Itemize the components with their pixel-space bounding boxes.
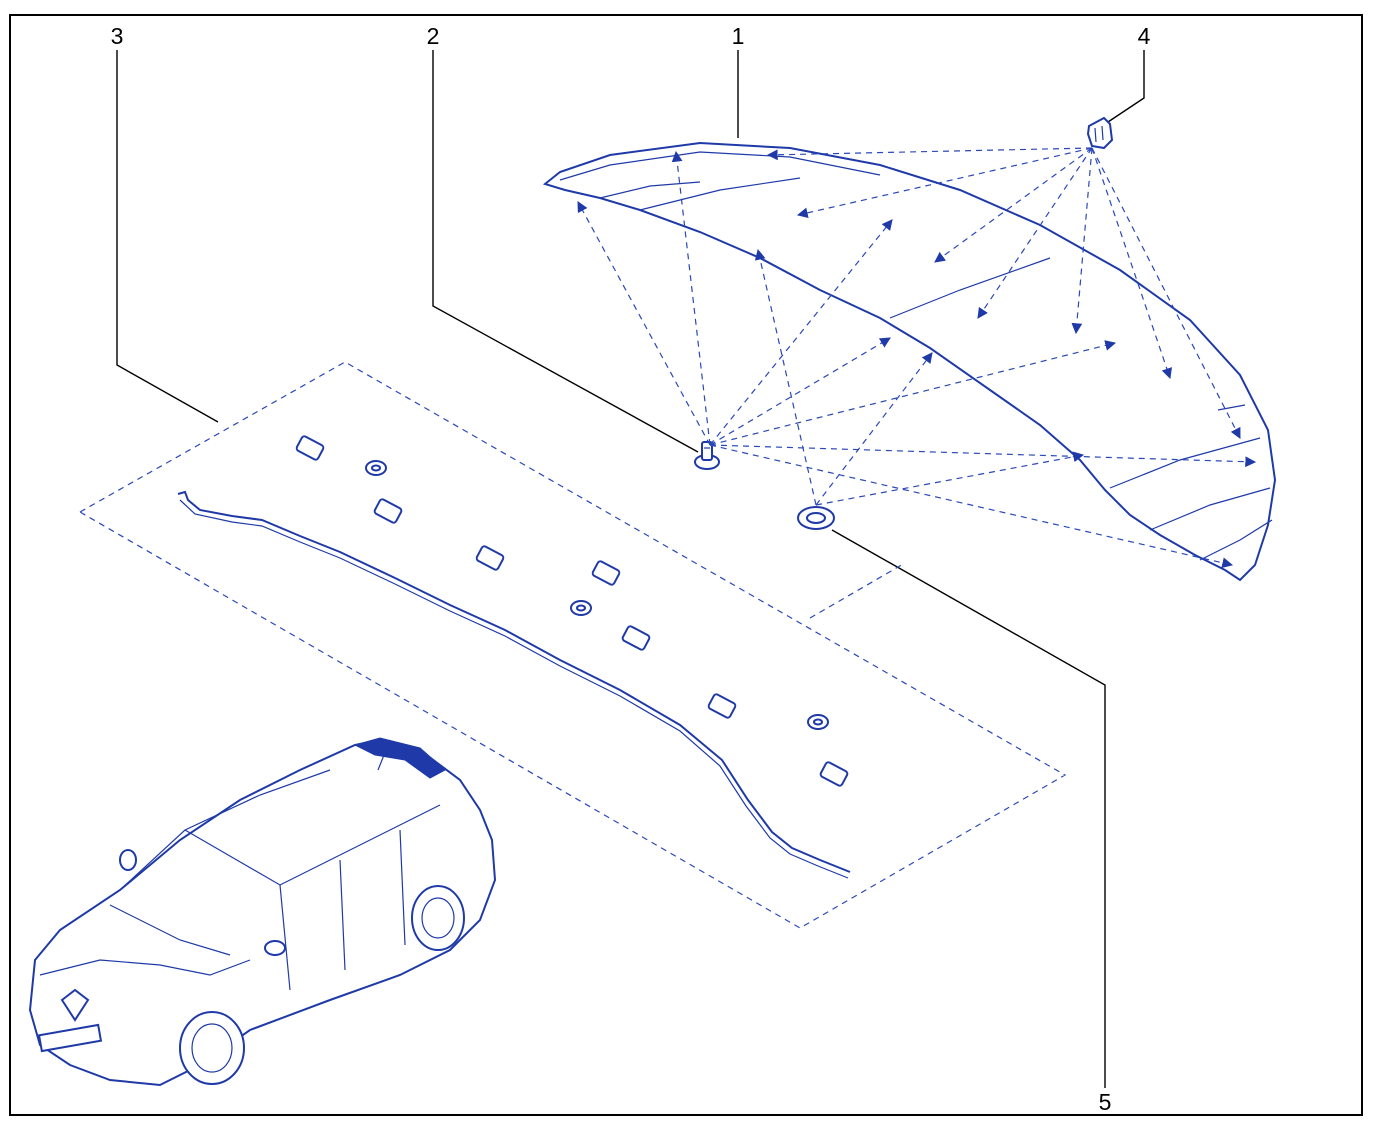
vehicle-side-mirror [264,940,286,956]
kit-clip-icon [621,625,651,651]
grommet-icon [797,506,835,530]
seal-strip-kit-icon [177,490,851,879]
kit-clip-icon [707,693,737,719]
vehicle-logo-icon [60,988,90,1022]
vehicle-mirror [119,849,137,871]
spoiler-icon [542,141,1277,582]
vehicle-location-icon [28,737,497,1087]
callout-1: 1 [732,23,745,49]
leader-lines [116,50,1145,1088]
leader-line-2 [432,50,699,453]
kit-washer-hole [576,604,586,612]
kit-clip-icon [819,761,849,787]
vehicle-license-plate [37,1023,103,1053]
kit-washers [365,460,829,730]
grommet-area-boundary [809,562,906,619]
kit-washer-hole [813,718,823,726]
kit-clip-icon [295,435,325,461]
callout-3: 3 [111,23,124,49]
clip-icon [1086,116,1114,150]
callout-5: 5 [1099,1089,1112,1115]
callout-2: 2 [427,23,440,49]
kit-clips [295,435,849,787]
assembly-arrows [577,147,1257,569]
leader-line-4 [1107,50,1145,123]
leader-line-3 [116,50,219,423]
vehicle-spoiler-highlight [353,737,446,779]
kit-boundary [78,361,1067,929]
kit-clip-icon [591,560,621,586]
callout-labels: 3 2 1 4 5 [111,23,1151,1115]
kit-washer-hole [371,464,381,472]
diagram-frame [9,14,1363,1116]
fastener-stud-icon [694,441,720,470]
kit-clip-icon [475,545,505,571]
leader-line-5 [831,529,1106,1088]
callout-4: 4 [1138,23,1151,49]
kit-clip-icon [373,498,403,524]
